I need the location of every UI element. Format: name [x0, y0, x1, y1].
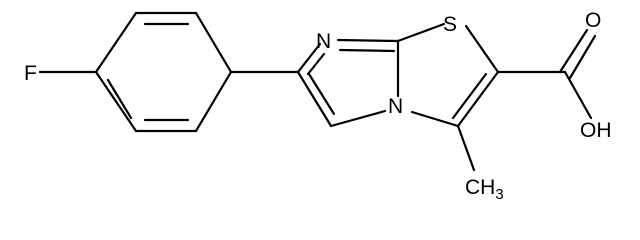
bonds: [38, 11, 597, 172]
bond-n4-c5: [329, 109, 387, 128]
atom-carbonyl-oxygen: O: [585, 9, 601, 32]
bond-s1-c2: [464, 24, 500, 74]
bond-c3-methyl: [456, 124, 476, 172]
bond-ph-c6-c1: [94, 70, 138, 133]
bond-c2-c3-inner: [451, 72, 488, 120]
bond-ph-c1-c2: [94, 11, 138, 74]
bond-c7a-s1: [396, 22, 446, 43]
methyl-carbon-label: CH: [465, 176, 495, 199]
atom-nitrogen-imine: N: [316, 30, 331, 53]
atom-labels: F N S N O OH CH3: [24, 9, 612, 203]
bond-c3-n4: [410, 110, 460, 128]
bond-c2-c3: [456, 70, 500, 128]
bond-c5-c6: [296, 70, 333, 128]
bond-c-o-double-a: [558, 28, 589, 74]
bond-c5-c6-inner: [307, 72, 336, 116]
bond-c6-n7: [296, 42, 322, 74]
methyl-subscript: 3: [495, 186, 503, 203]
chemical-structure: F N S N O OH CH3: [24, 9, 612, 203]
bond-ph-c6-c1-inner: [106, 78, 133, 120]
atom-sulfur: S: [443, 13, 457, 36]
bond-n7-c7a: [336, 38, 400, 43]
bond-c-oh: [563, 70, 593, 120]
bond-c-o-double-b: [568, 34, 597, 80]
atom-hydroxyl: OH: [580, 119, 612, 142]
bond-ph-c4-c5: [194, 70, 233, 133]
bond-ph-c3-c4: [194, 11, 233, 74]
bond-c6-n7-inner: [306, 52, 326, 76]
bond-n7-c7a-double: [338, 48, 396, 53]
atom-fluorine: F: [24, 62, 37, 85]
atom-nitrogen-bridge: N: [388, 95, 403, 118]
atom-methyl: CH3: [465, 176, 504, 203]
